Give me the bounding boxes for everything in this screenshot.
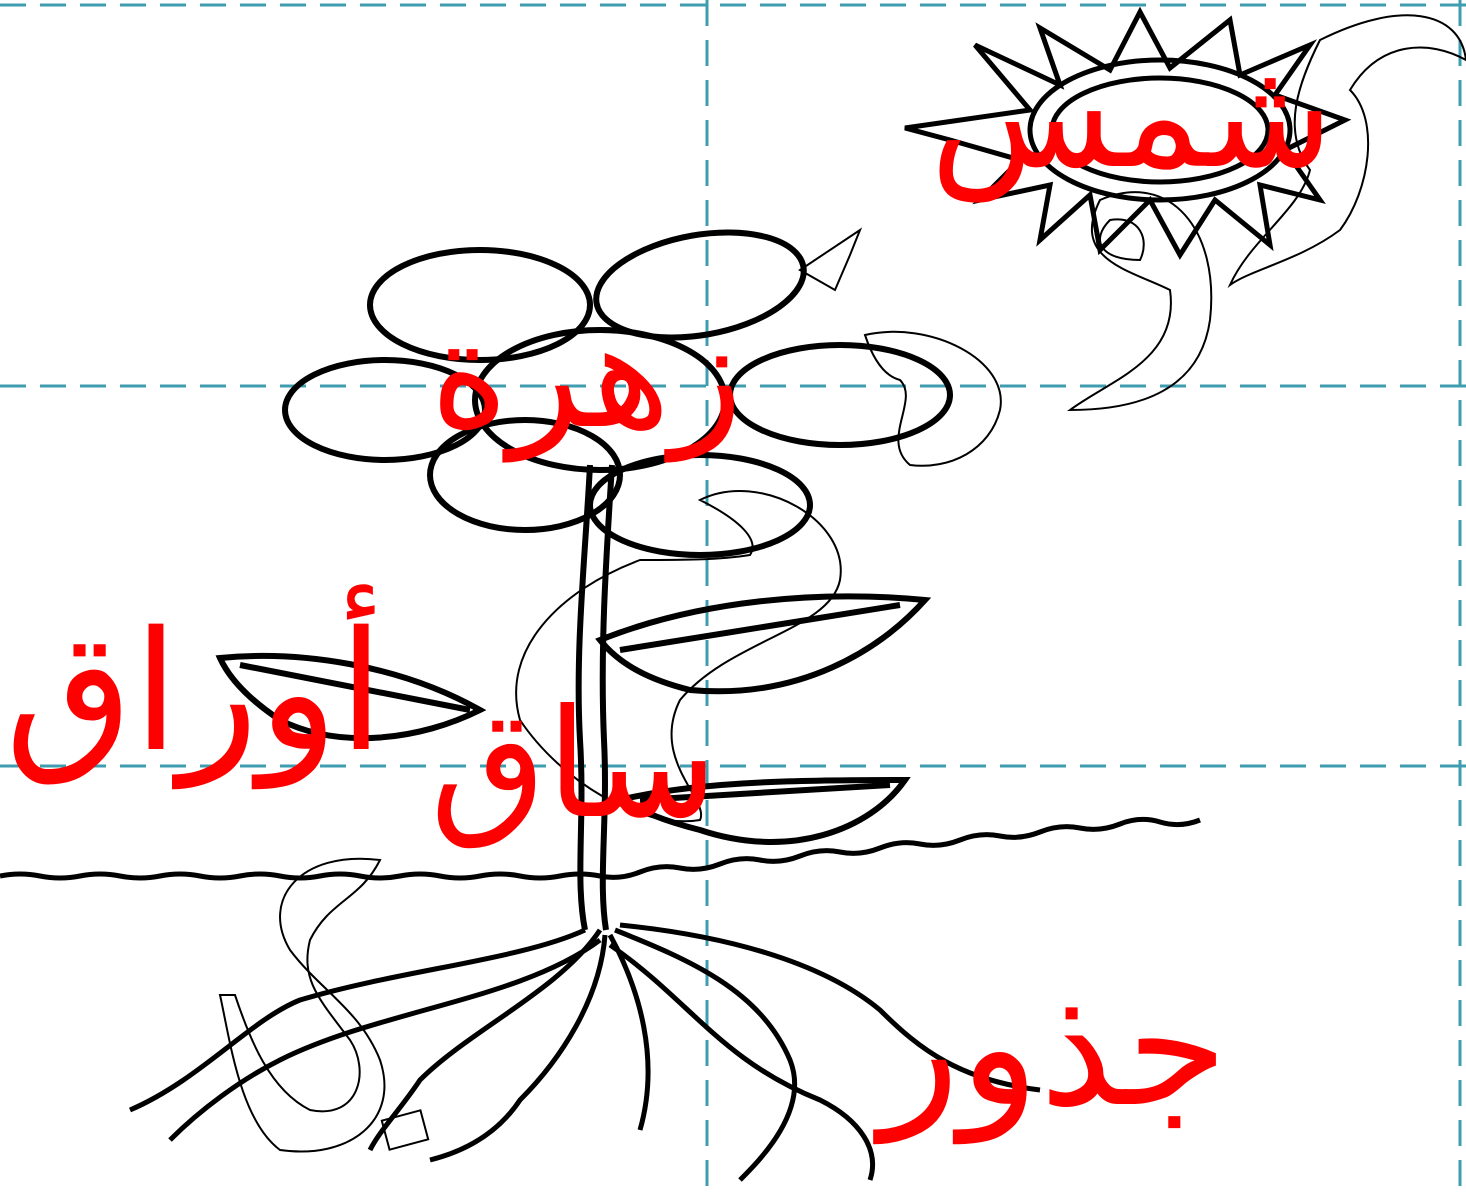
flower-label: زهرة xyxy=(430,300,743,450)
outline-letter-waw xyxy=(1070,192,1211,410)
leaves-label: أوراق xyxy=(5,610,384,775)
outline-dot-1 xyxy=(382,1110,428,1149)
stem-label: ساق xyxy=(430,690,718,840)
roots-label: جذور xyxy=(880,965,1228,1130)
sun-label: شمس xyxy=(930,40,1334,190)
outline-letter-ya xyxy=(220,859,384,1152)
